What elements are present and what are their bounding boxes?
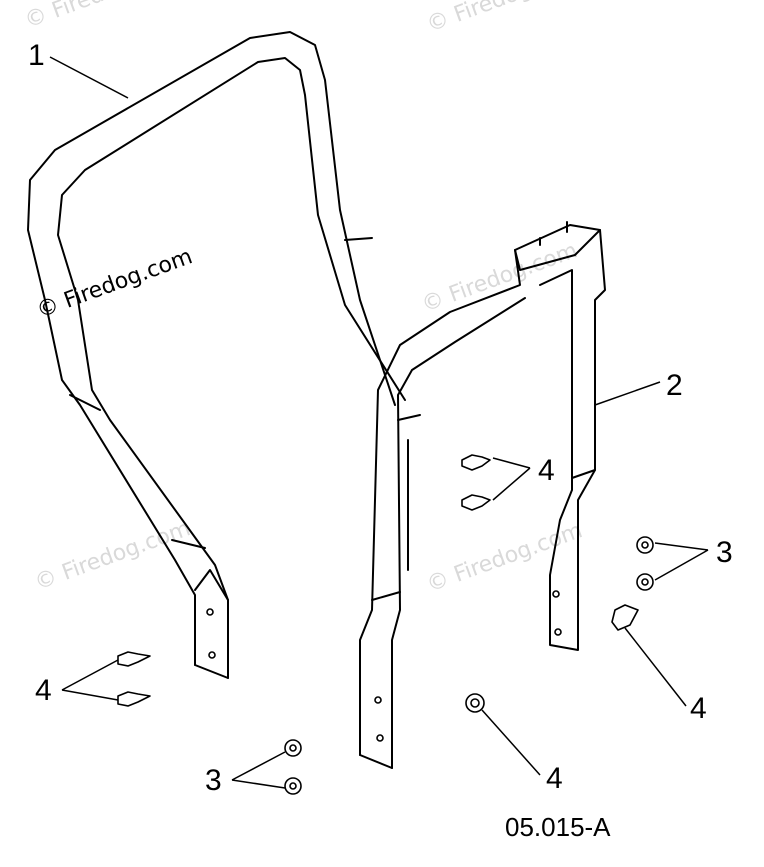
watermark: © Firedog.com (34, 244, 196, 323)
leader-lines (49, 56, 709, 789)
nut (636, 536, 654, 554)
nut (284, 777, 302, 795)
bolt (117, 691, 151, 707)
watermark: © Firedog.com (424, 0, 586, 38)
bracket-part-2 (359, 221, 606, 769)
callout-4-left: 4 (35, 674, 52, 707)
bolt (461, 494, 491, 511)
callout-3-right: 3 (716, 536, 733, 569)
figure-reference: 05.015-A (505, 812, 611, 842)
callout-4-center: 4 (538, 454, 555, 487)
watermark: © Firedog.com (22, 0, 184, 34)
nut (636, 573, 654, 591)
bolt (611, 604, 639, 631)
hoop-part-1 (27, 31, 406, 679)
callouts: 1 2 4 3 4 4 3 4 (28, 39, 733, 797)
callout-4-bottom: 4 (546, 762, 563, 795)
bolt (117, 651, 151, 667)
watermark: © Firedog.com (424, 518, 586, 597)
fastener-group (117, 454, 654, 795)
nut (284, 739, 302, 757)
callout-3-bottom: 3 (205, 764, 222, 797)
callout-1: 1 (28, 39, 45, 72)
watermark: © Firedog.com (32, 516, 194, 595)
callout-4-right: 4 (690, 692, 707, 725)
bolt (461, 454, 491, 471)
bolt (465, 693, 485, 713)
callout-2: 2 (666, 369, 683, 402)
